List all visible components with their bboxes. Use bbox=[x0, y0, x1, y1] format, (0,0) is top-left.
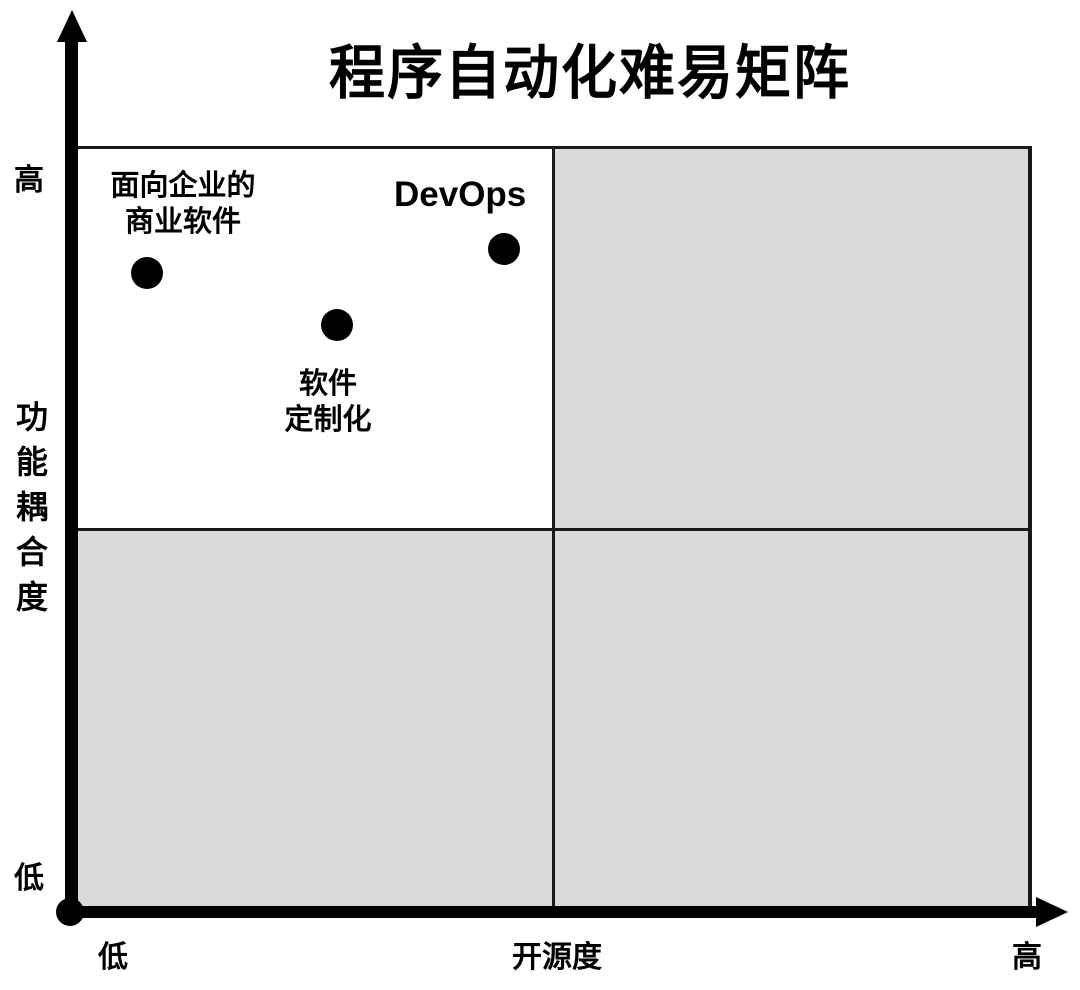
point-label-enterprise-software: 面向企业的 商业软件 bbox=[110, 168, 256, 238]
point-label-custom-software: 软件 定制化 bbox=[284, 366, 372, 436]
quadrant-top-right bbox=[554, 147, 1031, 530]
x-axis-arrow-icon bbox=[1036, 897, 1068, 927]
grid-right-border bbox=[1028, 146, 1032, 910]
y-axis-high-label: 高 bbox=[14, 163, 44, 198]
y-axis-arrow-icon bbox=[57, 10, 87, 42]
grid-mid-vertical bbox=[552, 146, 555, 910]
data-point-enterprise-software bbox=[131, 257, 163, 289]
data-point-devops bbox=[488, 233, 520, 265]
y-axis-title-char: 耦 bbox=[15, 488, 48, 526]
x-axis-title: 开源度 bbox=[512, 940, 602, 975]
y-axis-title-char: 功 bbox=[15, 398, 48, 436]
y-axis-title: 功 能 耦 合 度 bbox=[12, 395, 52, 620]
grid-top-border bbox=[78, 146, 1032, 149]
y-axis-title-char: 能 bbox=[15, 443, 48, 481]
data-point-custom-software bbox=[321, 309, 353, 341]
y-axis-title-char: 合 bbox=[15, 533, 48, 571]
chart-title: 程序自动化难易矩阵 bbox=[329, 39, 851, 108]
x-axis-low-label: 低 bbox=[98, 940, 128, 975]
origin-dot bbox=[56, 898, 84, 926]
quadrant-bottom-left bbox=[78, 530, 554, 908]
grid-mid-horizontal bbox=[78, 528, 1032, 531]
x-axis-line bbox=[65, 906, 1040, 918]
y-axis-line bbox=[65, 36, 78, 920]
quadrant-bottom-right bbox=[554, 530, 1031, 908]
y-axis-low-label: 低 bbox=[14, 861, 44, 896]
y-axis-title-char: 度 bbox=[15, 578, 48, 616]
quadrant-top-left bbox=[78, 147, 554, 530]
point-label-devops: DevOps bbox=[394, 175, 527, 214]
x-axis-high-label: 高 bbox=[1012, 940, 1042, 975]
